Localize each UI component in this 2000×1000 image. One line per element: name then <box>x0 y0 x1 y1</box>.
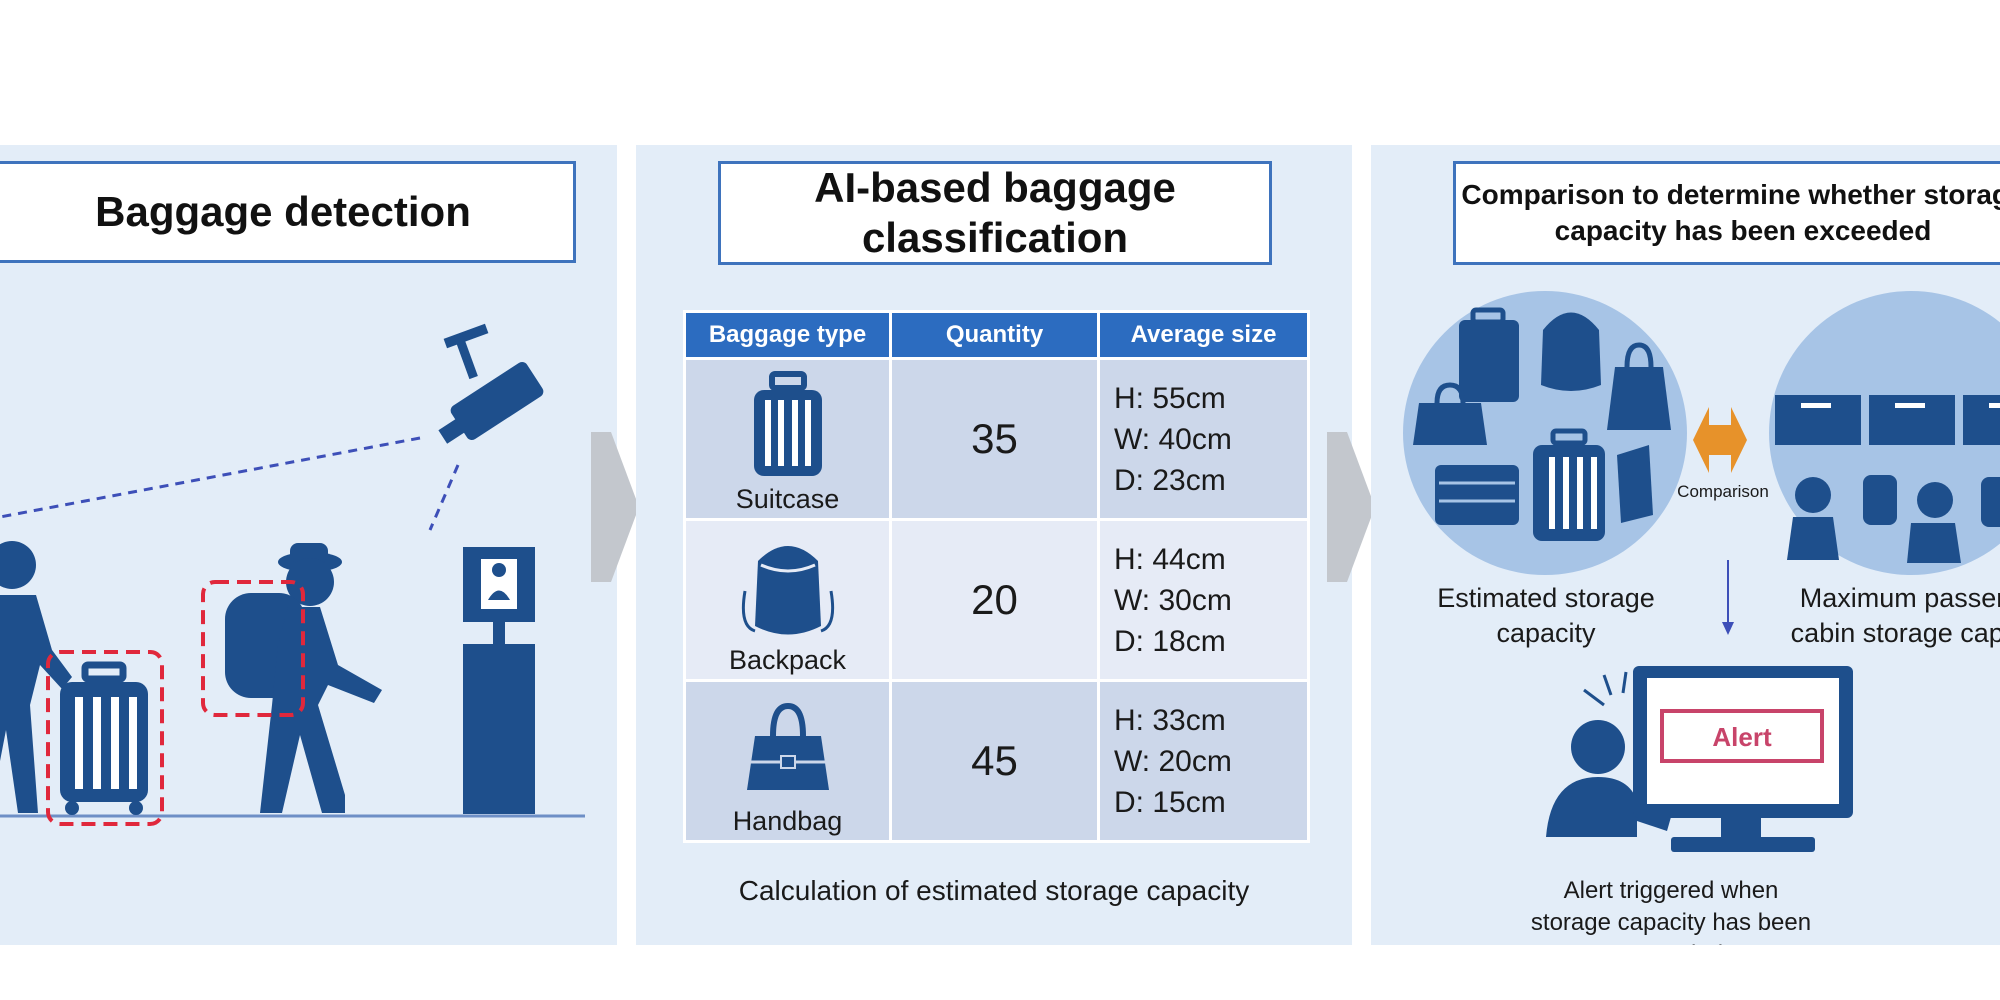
baggage-type-label: Backpack <box>728 644 847 675</box>
size-cell: H: 44cm W: 30cm D: 18cm <box>1097 518 1310 682</box>
camera-view-line-1 <box>0 436 421 519</box>
hiker-person-icon <box>225 543 382 813</box>
comparison-scene: Comparison <box>1403 291 2000 852</box>
header-average-size: Average size <box>1097 310 1310 360</box>
cabin-storage-icon <box>1775 395 2000 563</box>
backpack-icon <box>741 545 834 634</box>
depth-value: D: 15cm <box>1114 785 1226 819</box>
height-value: H: 55cm <box>1114 381 1226 415</box>
camera-view-line-2 <box>428 464 460 531</box>
depth-value: D: 18cm <box>1114 624 1226 658</box>
panel-title-detection: Baggage detection <box>0 161 576 263</box>
table-row: Handbag 45 H: 33cm W: 20cm D: 15cm <box>683 679 1310 843</box>
width-value: W: 20cm <box>1114 744 1232 778</box>
type-cell: Handbag <box>683 679 892 843</box>
alert-label: Alert <box>1712 722 1772 752</box>
chevron-right-icon <box>591 432 639 582</box>
security-camera-icon <box>438 323 544 444</box>
depth-value: D: 23cm <box>1114 463 1226 497</box>
panel-capacity-comparison: Comparison <box>1371 145 2000 945</box>
comparison-label: Comparison <box>1677 482 1769 501</box>
alert-caption: Alert triggered when storage capacity ha… <box>1530 877 1812 945</box>
panel-baggage-classification: AI-based baggage classification Baggage … <box>636 145 1352 945</box>
size-cell: H: 33cm W: 20cm D: 15cm <box>1097 679 1310 843</box>
table-header-row: Baggage type Quantity Average size <box>683 310 1310 360</box>
chevron-right-icon <box>1327 432 1375 582</box>
maximum-capacity-caption: Maximum passenger cabin storage capacity <box>1790 583 2000 648</box>
baggage-type-label: Handbag <box>732 805 843 836</box>
type-cell: Suitcase <box>683 357 892 521</box>
baggage-type-label: Suitcase <box>735 483 840 514</box>
table-row: Backpack 20 H: 44cm W: 30cm D: 18cm <box>683 518 1310 682</box>
baggage-pile-icon <box>1413 307 1671 541</box>
height-value: H: 44cm <box>1114 542 1226 576</box>
header-quantity: Quantity <box>889 310 1100 360</box>
handbag-icon <box>746 702 829 790</box>
quantity-cell: 35 <box>889 357 1100 521</box>
panel-title-comparison: Comparison to determine whether storage … <box>1453 161 2000 265</box>
table-row: Suitcase 35 H: 55cm W: 40cm D: 23cm <box>683 357 1310 521</box>
detected-suitcase-box <box>46 650 164 826</box>
type-cell: Backpack <box>683 518 892 682</box>
panel-baggage-detection: Baggage detection <box>0 145 617 945</box>
operator-alert-icon <box>1546 666 1853 852</box>
width-value: W: 40cm <box>1114 422 1232 456</box>
header-baggage-type: Baggage type <box>683 310 892 360</box>
quantity-cell: 20 <box>889 518 1100 682</box>
comparison-arrow-icon <box>1693 407 1747 473</box>
height-value: H: 33cm <box>1114 703 1226 737</box>
estimated-capacity-caption: Estimated storage capacity <box>1437 583 1655 648</box>
detection-scene <box>0 323 585 826</box>
panel-title-classification: AI-based baggage classification <box>718 161 1272 265</box>
width-value: W: 30cm <box>1114 583 1232 617</box>
size-cell: H: 55cm W: 40cm D: 23cm <box>1097 357 1310 521</box>
down-arrow-icon <box>1722 622 1734 635</box>
baggage-table: Baggage type Quantity Average size Suitc… <box>683 310 1310 843</box>
id-kiosk-icon <box>463 547 535 814</box>
suitcase-icon <box>753 370 822 476</box>
walking-person-icon <box>0 541 72 813</box>
suitcase-icon <box>60 661 148 815</box>
quantity-cell: 45 <box>889 679 1100 843</box>
table-caption: Calculation of estimated storage capacit… <box>738 875 1250 906</box>
